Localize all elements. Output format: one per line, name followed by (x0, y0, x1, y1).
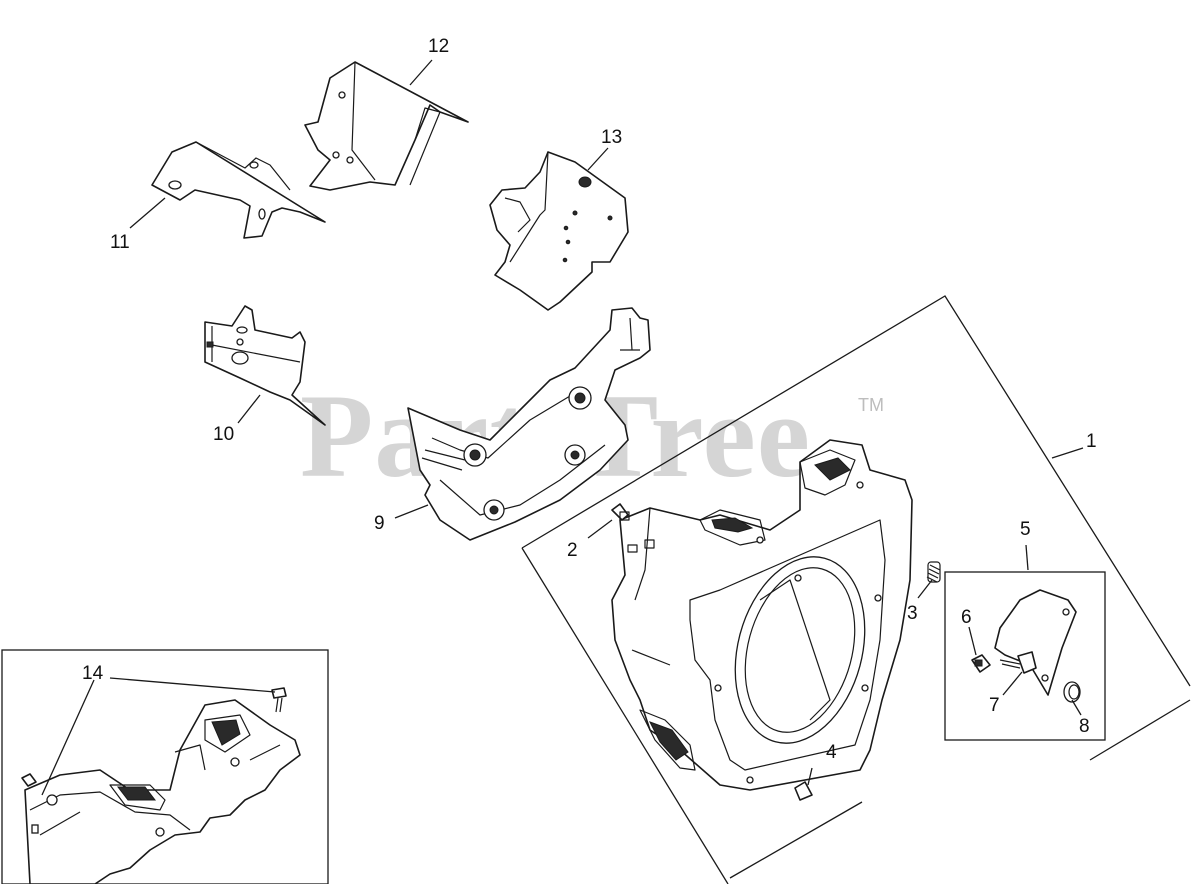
item-1-group-frame (521, 295, 1191, 884)
part-4-clip-nut[interactable] (794, 781, 813, 801)
leader-8 (1071, 699, 1082, 716)
leader-12 (409, 59, 433, 86)
part-6-nut[interactable] (971, 654, 991, 673)
item-5-group-box (944, 571, 1106, 741)
callout-2: 2 (567, 540, 578, 561)
part-8-plug[interactable] (1063, 681, 1081, 703)
part-9-curved-baffle[interactable] (407, 307, 651, 541)
part-2-nut[interactable] (611, 503, 630, 521)
part-5-cover-plate[interactable] (994, 589, 1077, 696)
leader-13 (587, 147, 609, 171)
part-1-blower-housing[interactable] (611, 439, 913, 791)
callout-11: 11 (110, 232, 130, 253)
item-14-inset-frame (1, 649, 329, 884)
leader-14b (41, 679, 95, 796)
part-14-inset-view[interactable] (21, 687, 301, 884)
part-3-spring[interactable] (926, 561, 941, 583)
callout-4: 4 (826, 742, 837, 763)
leader-1 (1051, 447, 1084, 459)
callout-10: 10 (213, 424, 235, 445)
callout-13: 13 (601, 127, 623, 148)
leader-14a (109, 677, 276, 693)
leader-9 (394, 504, 429, 519)
callout-9: 9 (374, 513, 385, 534)
callout-6: 6 (961, 607, 972, 628)
callout-12: 12 (428, 36, 450, 57)
watermark-trademark: TM (858, 395, 884, 415)
leader-5 (1025, 544, 1029, 571)
leader-7 (1002, 671, 1023, 696)
part-7-screw[interactable] (999, 651, 1037, 674)
callout-8: 8 (1079, 716, 1090, 737)
part-10-lower-bracket[interactable] (204, 305, 326, 426)
part-13-side-shroud[interactable] (489, 151, 629, 311)
leader-4 (807, 767, 813, 786)
callout-1: 1 (1086, 431, 1097, 452)
leader-lines (41, 59, 1084, 796)
callout-7: 7 (989, 695, 1000, 716)
leader-3 (917, 579, 933, 599)
part-11-bracket[interactable] (151, 141, 326, 239)
leader-2 (587, 519, 613, 539)
callout-14: 14 (82, 663, 104, 684)
leader-6 (968, 626, 977, 656)
callout-3: 3 (907, 603, 918, 624)
part-12-upper-baffle[interactable] (304, 61, 469, 191)
leader-10 (237, 394, 261, 424)
callout-5: 5 (1020, 519, 1031, 540)
leader-11 (129, 197, 166, 229)
